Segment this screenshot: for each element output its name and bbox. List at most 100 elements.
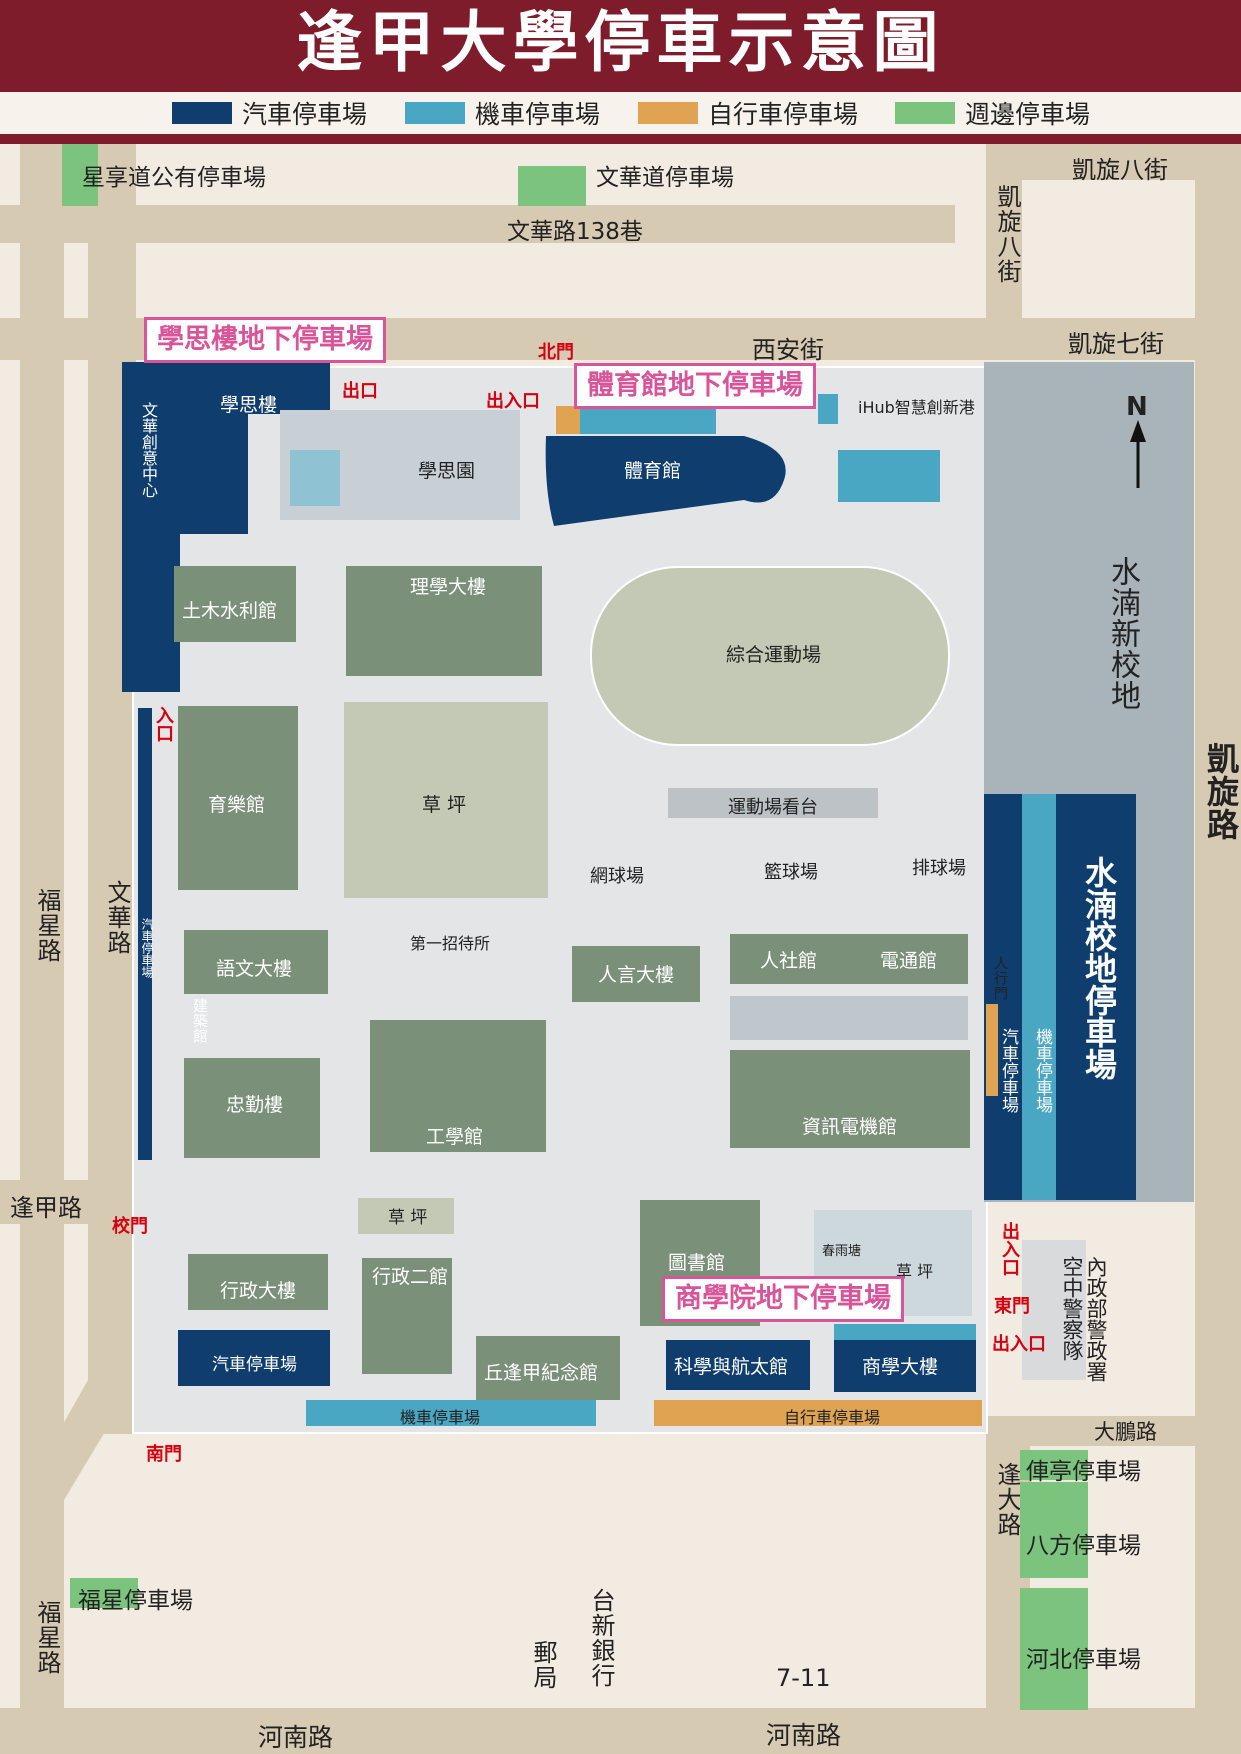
lawn-2 bbox=[358, 1198, 454, 1234]
label-ihub: iHub智慧創新港 bbox=[858, 398, 975, 417]
road-label-kaixuan7: 凱旋七街 bbox=[1068, 330, 1164, 358]
nearby-label-wenhuadao: 文華道停車場 bbox=[596, 165, 734, 191]
bldg-yuwen bbox=[184, 930, 328, 994]
road-label-kaixuan8: 凱旋八街 bbox=[1072, 156, 1168, 184]
header-divider bbox=[0, 134, 1241, 144]
bldg-qiu bbox=[476, 1336, 620, 1400]
bldg-annex bbox=[730, 996, 968, 1040]
xuesi-lou-parking[interactable] bbox=[180, 362, 330, 414]
label-xuesi-lou: 學思樓 bbox=[220, 394, 278, 416]
callout-shangxue[interactable]: 商學院地下停車場 bbox=[662, 1276, 904, 1322]
bldg-tumu bbox=[174, 566, 296, 642]
road-wenhua bbox=[88, 144, 136, 1434]
wenhua-center-parking[interactable] bbox=[122, 362, 180, 692]
bldg-xingzheng bbox=[188, 1254, 328, 1310]
road-diagonal bbox=[20, 1380, 136, 1500]
shuinan-car-lot[interactable] bbox=[984, 794, 1022, 1200]
label-car-lot-wenhua: 汽車停車場 bbox=[140, 918, 154, 978]
shuinan-campus-parking[interactable] bbox=[1056, 794, 1136, 1200]
nearby-parking-wenhuadao[interactable] bbox=[518, 166, 586, 206]
legend-motorcycle: 機車停車場 bbox=[405, 100, 600, 129]
nearby-parking-xingxiang[interactable] bbox=[62, 144, 98, 206]
stands bbox=[668, 788, 878, 818]
nearby-parking-bafang[interactable] bbox=[1020, 1482, 1088, 1578]
label-xingzheng: 行政大樓 bbox=[220, 1280, 297, 1302]
nearby-parking-juheting[interactable] bbox=[1020, 1450, 1088, 1480]
legend-swatch-bicycle bbox=[638, 102, 698, 124]
legend-nearby: 週邊停車場 bbox=[895, 100, 1090, 129]
label-wangqiu: 網球場 bbox=[590, 866, 644, 887]
legend-label: 自行車停車場 bbox=[708, 100, 859, 129]
inout-east: 出入口 bbox=[992, 1334, 1046, 1355]
gate-east: 東門 bbox=[994, 1296, 1030, 1317]
sports-field bbox=[590, 566, 950, 746]
label-shuinan-new: 水湳新校地 bbox=[1105, 556, 1140, 711]
label-paiqiu: 排球場 bbox=[912, 858, 966, 879]
sw-car-lot[interactable] bbox=[178, 1330, 330, 1386]
label-zonghe: 綜合運動場 bbox=[726, 644, 822, 666]
road-dapeng bbox=[1020, 1416, 1200, 1446]
south-bicycle-lot[interactable] bbox=[654, 1400, 982, 1426]
label-chunyu: 春雨塘 bbox=[822, 1244, 862, 1259]
pond bbox=[290, 450, 340, 506]
label-pedestrian-gate: 人行門 bbox=[992, 956, 1008, 1001]
ihub-motorcycle-lot[interactable] bbox=[838, 450, 940, 502]
road-kaixuan bbox=[1195, 144, 1241, 1754]
bldg-renshe-diantong bbox=[730, 934, 968, 984]
nearby-parking-hebei[interactable] bbox=[1020, 1588, 1088, 1710]
bldg-xingzheng2 bbox=[362, 1258, 452, 1374]
east-bicycle-lot[interactable] bbox=[986, 1004, 998, 1096]
gym-motorcycle-lot[interactable] bbox=[556, 406, 716, 434]
label-shuinan-lot: 水湳校地停車場 bbox=[1080, 856, 1118, 1080]
callout-xuesi[interactable]: 學思樓地下停車場 bbox=[144, 317, 386, 363]
ihub-moto-lot[interactable] bbox=[818, 394, 838, 424]
label-moto-south: 機車停車場 bbox=[400, 1408, 481, 1427]
legend-swatch-car bbox=[172, 102, 232, 124]
legend-label: 汽車停車場 bbox=[242, 100, 368, 129]
nearby-parking-fuxing[interactable] bbox=[70, 1578, 138, 1608]
label-zixun: 資訊電機館 bbox=[802, 1116, 898, 1138]
road-label-fuxing-south: 福星路 bbox=[33, 1600, 61, 1675]
landmark-post: 郵局 bbox=[529, 1640, 557, 1690]
entrance-wenhua: 入口 bbox=[153, 706, 174, 742]
label-lanqiu: 籃球場 bbox=[764, 862, 818, 883]
nearby-label-bafang: 八方停車場 bbox=[1026, 1533, 1141, 1559]
label-qiu: 丘逢甲紀念館 bbox=[484, 1362, 599, 1384]
label-yuwen: 語文大樓 bbox=[216, 958, 293, 980]
road-label-wenhua: 文華路 bbox=[103, 880, 131, 955]
label-moto-lot-v: 機車停車場 bbox=[1032, 1028, 1052, 1113]
inout-north: 出入口 bbox=[486, 391, 540, 412]
legend-label: 週邊停車場 bbox=[965, 100, 1091, 129]
label-car-lot-v: 汽車停車場 bbox=[998, 1028, 1018, 1113]
road-label-wenhua-138: 文華路138巷 bbox=[507, 219, 643, 245]
label-tushu: 圖書館 bbox=[668, 1252, 726, 1274]
bldg-yule bbox=[178, 706, 298, 890]
road-label-fengda: 逢大路 bbox=[993, 1462, 1021, 1537]
gate-north: 北門 bbox=[538, 342, 574, 363]
south-motorcycle-lot[interactable] bbox=[306, 1400, 596, 1426]
label-car-lot-sw: 汽車停車場 bbox=[212, 1355, 297, 1375]
road-fuxing-south bbox=[20, 1480, 64, 1710]
car-lot-wenhua[interactable] bbox=[138, 708, 152, 1160]
road-label-fengjia: 逢甲路 bbox=[10, 1194, 82, 1222]
legend-swatch-motorcycle bbox=[405, 102, 465, 124]
keji-parking[interactable] bbox=[666, 1340, 810, 1390]
bldg-gongxue bbox=[370, 1020, 546, 1152]
shuinan-motorcycle-lot[interactable] bbox=[1022, 794, 1056, 1200]
gate-school: 校門 bbox=[112, 1216, 148, 1237]
inout-east-vertical: 出入口 bbox=[999, 1222, 1020, 1276]
gym-parking[interactable] bbox=[544, 430, 794, 530]
label-police: 內政部警政署空中警察隊 bbox=[1060, 1256, 1108, 1382]
label-lixue: 理學大樓 bbox=[410, 576, 487, 598]
shangxue-parking[interactable] bbox=[834, 1340, 976, 1392]
legend-car: 汽車停車場 bbox=[172, 100, 367, 129]
label-caoping2: 草 坪 bbox=[388, 1208, 428, 1228]
road-label-xian: 西安街 bbox=[752, 336, 824, 364]
police-area bbox=[1022, 1240, 1086, 1380]
gym-bicycle-lot[interactable] bbox=[556, 406, 580, 434]
label-tumu: 土木水利館 bbox=[182, 600, 278, 622]
nearby-label-hebei: 河北停車場 bbox=[1026, 1647, 1141, 1673]
callout-tiyu[interactable]: 體育館地下停車場 bbox=[574, 363, 816, 409]
label-keji: 科學與航太館 bbox=[674, 1356, 789, 1378]
bldg-zixun bbox=[730, 1050, 970, 1148]
